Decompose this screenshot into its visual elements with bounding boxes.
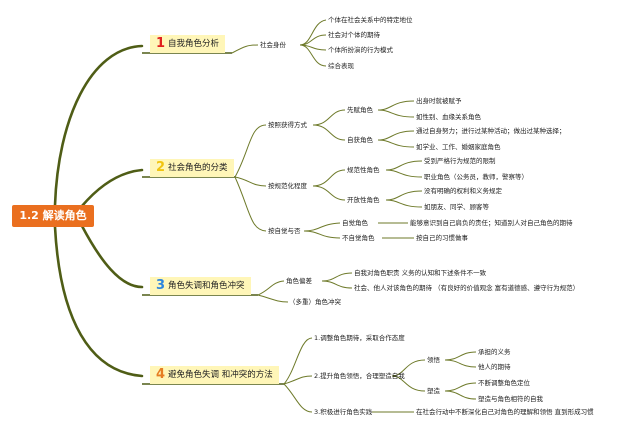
b2-sub: 开放性角色: [347, 196, 380, 204]
b1-mid: 社会身份: [260, 41, 286, 49]
b1-leaf: 个体所扮演的行为模式: [328, 46, 393, 54]
b4-item: 3.积极进行角色实践: [314, 408, 373, 416]
branch-2-label: 社会角色的分类: [168, 163, 228, 173]
b4-item: 2.提升角色领悟，合理塑造自我: [314, 372, 405, 380]
branch-4-number: 4: [156, 367, 166, 382]
b2-leaf: 出身时就被赋予: [416, 97, 462, 105]
b3-mid: （多重）角色冲突: [289, 298, 341, 306]
b2-sub: 自觉角色: [342, 219, 368, 227]
b1-leaf: 综合表现: [328, 62, 354, 70]
trunk-branch-1: [53, 44, 144, 207]
branch-3-label: 角色失调和角色冲突: [168, 281, 245, 291]
b2-leaf: 如学业、工作、婚姻家庭角色: [416, 143, 501, 151]
branch-1-label: 自我角色分析: [168, 39, 220, 49]
b2-sub: 规范性角色: [347, 166, 380, 174]
branch-3-number: 3: [156, 278, 166, 293]
branch-2-number: 2: [156, 160, 166, 175]
branch-4-label: 避免角色失调 和冲突的方法: [168, 370, 273, 380]
trunk-branch-4: [53, 225, 144, 378]
branch-1-number: 1: [156, 36, 166, 51]
b2-sub: 不自觉角色: [342, 234, 375, 242]
b3-leaf: 社会、他人对该角色的期待 （有良好的价值观念 富有道德感、遵守行为规范）: [354, 284, 580, 292]
b1-leaf: 社会对个体的期待: [328, 31, 380, 39]
b3-mid: 角色偏差: [286, 277, 312, 285]
b4-leaf: 在社会行动中不断深化自己对角色的理解和领悟 直到形成习惯: [416, 408, 594, 416]
b4-item: 1.调整角色期待，采取合作态度: [314, 334, 405, 342]
trunk-branch-2: [80, 168, 144, 208]
b4-leaf: 他人的期待: [478, 363, 511, 371]
b2-leaf: 没有明确的权利和义务规定: [424, 187, 502, 195]
b4-leaf: 塑造与角色相符的自我: [478, 395, 543, 403]
b4-leaf: 不断调整角色定位: [478, 379, 530, 387]
b2-sub: 先赋角色: [347, 106, 373, 114]
b2-leaf: 受到严格行为规范的限制: [424, 157, 496, 165]
b2-group: 按照获得方式: [268, 121, 307, 129]
root-topic: 1.2 解读角色: [12, 205, 94, 227]
b2-leaf: 职业角色（公务员，教师，警察等）: [424, 173, 528, 181]
b2-sub: 自获角色: [347, 136, 373, 144]
trunk-branch-3: [80, 224, 144, 289]
b2-group: 按规范化程度: [268, 182, 307, 190]
b2-leaf: 能够意识到自己肩负的责任；知道别人对自己角色的期待: [410, 219, 573, 227]
b1-leaf: 个体在社会关系中的特定地位: [328, 16, 413, 24]
b4-leaf: 承担的义务: [478, 348, 511, 356]
b2-leaf: 通过自身努力；进行过某种活动；做出过某种选择；: [416, 127, 566, 135]
b2-leaf: 如性别、血缘关系角色: [416, 113, 481, 121]
b2-group: 按自觉与否: [268, 227, 301, 235]
b3-leaf: 自我对角色职责 义务的认知和下述条件不一致: [354, 269, 487, 277]
b4-sub: 塑造: [427, 387, 440, 395]
b2-leaf: 按自己的习惯做事: [416, 234, 468, 242]
b4-sub: 领悟: [427, 356, 440, 364]
b2-leaf: 如朋友、同学、顾客等: [424, 203, 489, 211]
